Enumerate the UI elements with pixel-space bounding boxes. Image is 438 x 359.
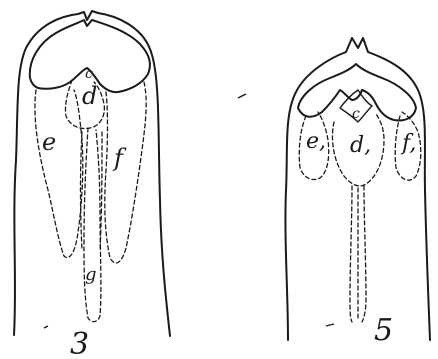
- figure-5-stalk-left: [350, 186, 352, 322]
- figure-3-label-f: f: [112, 144, 127, 172]
- figure-5-number: 5: [374, 313, 393, 348]
- stray-mark: [238, 94, 246, 98]
- figure-3-number: 3: [70, 327, 89, 359]
- stray-mark-2: [44, 326, 48, 328]
- figure-5-label-f: f,: [400, 131, 416, 156]
- figure-3-duct-left: [81, 132, 83, 250]
- figure-5: c d, e, f, 5: [285, 38, 430, 348]
- figure-5-stalk-right: [362, 186, 366, 322]
- figure-3-organ-g: [84, 128, 101, 322]
- figure-3-organ-f: [105, 82, 146, 263]
- figure-3-label-d: d: [82, 82, 97, 110]
- figure-3-label-e: e: [42, 128, 56, 156]
- figure-3: c d e f g 3: [14, 11, 170, 359]
- figure-5-label-c: c: [352, 106, 360, 122]
- stray-mark-3: [326, 324, 334, 326]
- figure-5-label-e: e,: [306, 129, 326, 154]
- figure-3-organ-e: [35, 90, 83, 258]
- figure-3-label-c: c: [85, 66, 93, 82]
- figure-5-label-d: d,: [350, 133, 371, 158]
- figure-3-label-g: g: [85, 264, 97, 285]
